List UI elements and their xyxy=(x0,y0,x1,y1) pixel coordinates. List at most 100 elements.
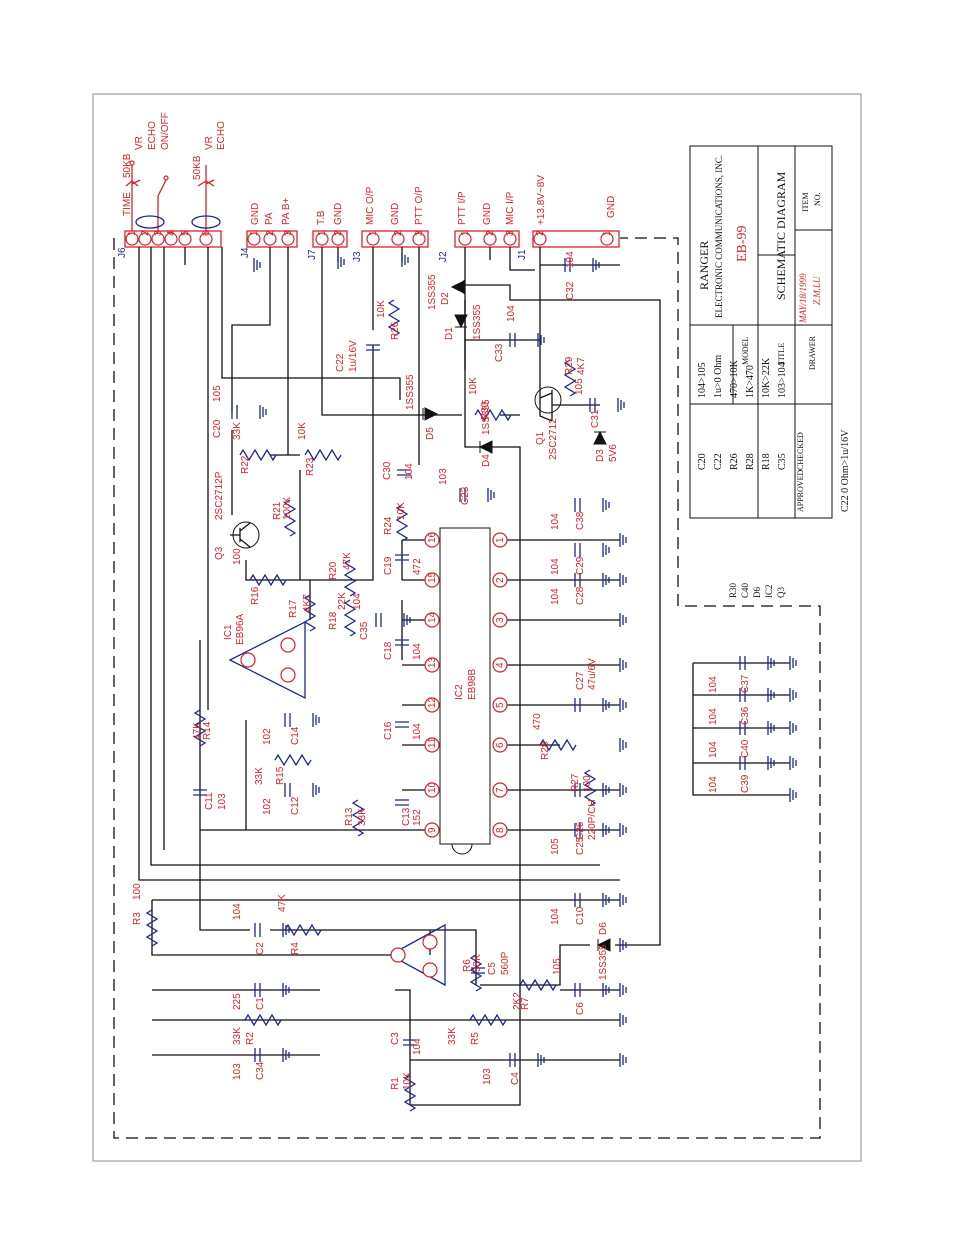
resistor-symbol xyxy=(403,1074,417,1112)
j7-pin-number: 2 xyxy=(333,230,344,236)
c35-label: 104 xyxy=(352,593,363,610)
c27-label: C27 xyxy=(575,671,586,690)
c40-label: 104 xyxy=(708,741,719,758)
capacitor-symbol xyxy=(375,613,382,627)
d3-label: D3 xyxy=(595,449,606,462)
r16-label: 100 xyxy=(232,548,243,565)
ground-symbol xyxy=(312,713,320,727)
change-row: 1K>470 xyxy=(745,365,756,398)
j2-pin xyxy=(458,232,472,246)
ground-symbol xyxy=(619,983,627,997)
r22-label: 33K xyxy=(232,422,243,440)
d5-label: 1SS355 xyxy=(405,374,416,410)
ground-symbol xyxy=(619,613,627,627)
c33-label: C33 xyxy=(494,343,505,362)
c39-label: C39 xyxy=(740,774,751,793)
connector-labels: TIME 50KB VR ECHO ON/OFF 50KB VR ECHO GN… xyxy=(122,112,617,225)
resistor-symbol xyxy=(469,1013,507,1027)
d4-label: D4 xyxy=(481,454,492,467)
ground-symbol xyxy=(619,1053,627,1067)
svg-text:2SC2712: 2SC2712 xyxy=(548,418,559,460)
capacitor-symbol xyxy=(403,1039,417,1046)
c34-label: C34 xyxy=(255,1061,266,1080)
ground-symbol xyxy=(253,258,261,272)
r15-label: R15 xyxy=(275,766,286,785)
d1-label: 1SS355 xyxy=(472,304,483,340)
ground-symbol xyxy=(789,656,797,670)
c34-label: 103 xyxy=(232,1063,243,1080)
ground-symbol xyxy=(487,488,495,502)
capacitor-symbol xyxy=(254,983,261,997)
svg-text:J4: J4 xyxy=(240,247,251,258)
j2-pin-number: 2 xyxy=(485,230,496,236)
no-label: NO. xyxy=(813,192,822,206)
r2-label: R2 xyxy=(245,1032,256,1045)
r1-label: 10K xyxy=(402,1072,413,1090)
ic2-pin-number: 7 xyxy=(495,787,506,793)
c29-label: 104 xyxy=(550,558,561,575)
date-value: MAY/18/1999 xyxy=(798,273,808,324)
ground-symbol xyxy=(789,721,797,735)
r16-label: R16 xyxy=(250,586,261,605)
r22-label: R22 xyxy=(240,455,251,474)
c14-label: C14 xyxy=(290,726,301,745)
j6-label: ON/OFF xyxy=(160,112,171,150)
d6-label: D6 xyxy=(598,922,609,935)
r27-label: R27 xyxy=(570,773,581,792)
ground-symbol xyxy=(767,656,775,670)
c30-label: C30 xyxy=(382,461,393,480)
c26-label: 220P/CH xyxy=(587,799,598,840)
r28-label: 470 xyxy=(532,713,543,730)
r29-label: R29 xyxy=(564,356,575,375)
c26-label: C26 xyxy=(575,821,586,840)
r20-label: 47K xyxy=(342,552,353,570)
j6-label: VR xyxy=(134,136,145,150)
c29-label: C29 xyxy=(575,556,586,575)
c28-label: 104 xyxy=(550,588,561,605)
change-row: C22 xyxy=(713,453,724,470)
c16-label: 104 xyxy=(412,723,423,740)
svg-text:J2: J2 xyxy=(438,251,449,262)
capacitor-symbol xyxy=(564,258,571,272)
c25-label: C25 xyxy=(575,836,586,855)
resistor-symbol xyxy=(239,448,277,462)
r27-label: 100 xyxy=(582,775,593,792)
transistor-q1: Q1 2SC2712 xyxy=(534,386,562,460)
ground-symbol xyxy=(619,573,627,587)
svg-text:IC2: IC2 xyxy=(454,684,465,700)
resistor-symbol xyxy=(274,753,312,767)
ground-symbol xyxy=(619,698,627,712)
ic2-pin-number: 3 xyxy=(495,617,506,623)
r4-label: 47K xyxy=(277,894,288,912)
j4-pin-number: 3 xyxy=(283,230,294,236)
capacitor-symbol xyxy=(509,1053,516,1067)
c11-label: 103 xyxy=(217,793,228,810)
d3-label: 5V6 xyxy=(608,444,619,462)
j4-pin xyxy=(281,232,295,246)
ic2-pin-number: 11 xyxy=(427,737,438,748)
svg-text:Q3: Q3 xyxy=(214,546,225,560)
d2-label: D2 xyxy=(440,292,451,305)
removed-parts: R30 C40 D6 IC2 Q3 xyxy=(728,582,786,598)
ground-symbol xyxy=(767,756,775,770)
ic2-pin xyxy=(424,822,440,838)
c23-label: 103 xyxy=(438,468,449,485)
capacitor-symbol xyxy=(574,823,581,837)
ground-symbol xyxy=(767,721,775,735)
j2-pin xyxy=(483,232,497,246)
change-row: R28 xyxy=(745,453,756,470)
j4-pin xyxy=(247,232,261,246)
c36-label: C36 xyxy=(740,706,751,725)
resistor-symbol xyxy=(351,799,365,837)
ground-symbol xyxy=(537,1053,545,1067)
c20-label: C20 xyxy=(212,419,223,438)
ground-symbol xyxy=(617,398,625,412)
ic2-pin-number: 16 xyxy=(427,531,438,543)
j6-pin xyxy=(199,232,213,246)
capacitor-symbol xyxy=(574,698,581,712)
r13-label: R13 xyxy=(344,807,355,826)
checked-label: CHECKED xyxy=(796,432,805,470)
ground-symbol xyxy=(602,543,610,557)
j6-label: ECHO xyxy=(147,121,158,150)
